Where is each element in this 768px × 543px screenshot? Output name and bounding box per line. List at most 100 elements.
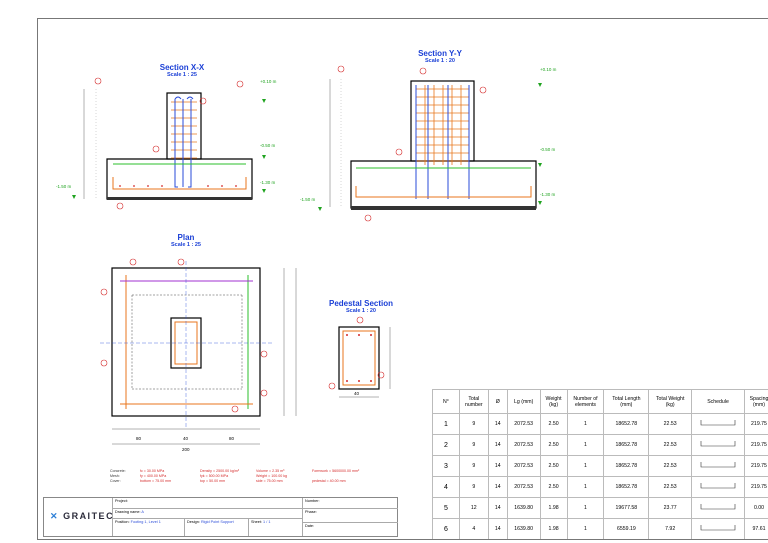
table-cell: 1 <box>432 413 460 435</box>
level-label: -1.30 m <box>260 180 276 185</box>
table-header: Lg (mm) <box>506 389 541 414</box>
table-cell: 2072.53 <box>506 455 541 477</box>
section-yy-drawing <box>329 79 537 210</box>
logo-icon: ✕ <box>50 511 60 521</box>
table-cell: 2.50 <box>539 434 568 456</box>
volume-value: Volume = 2.35 m³ <box>256 469 285 473</box>
table-cell: 4 <box>432 476 460 498</box>
table-header: Spacing (mm) <box>743 389 768 414</box>
rebar-marks <box>94 65 487 413</box>
table-cell: 9 <box>458 476 489 498</box>
design-label: Design: <box>187 520 200 524</box>
formwork-value: Formwork = 5600000.00 mm² <box>312 469 360 473</box>
table-cell: 14 <box>487 476 508 498</box>
fy-value: fy = 400.00 MPa <box>140 474 167 479</box>
section-xx-drawing <box>83 89 253 200</box>
table-cell: 5 <box>432 497 460 519</box>
table-header: Weight (kg) <box>539 389 568 414</box>
schedule-shape-icon <box>692 540 745 541</box>
table-cell: 18652.78 <box>603 413 650 435</box>
table-cell: 6 <box>488 540 507 541</box>
table-cell: 14 <box>487 455 508 477</box>
table-cell: 4.11 <box>649 540 692 541</box>
table-header: Total Length (mm) <box>603 389 650 414</box>
table-cell: 9 <box>459 540 488 541</box>
table-cell: 14 <box>487 434 508 456</box>
table-cell: 219.75 <box>743 455 768 477</box>
table-cell: 14 <box>487 413 508 435</box>
table-cell: 2054.02 <box>507 540 540 541</box>
table-header: N° <box>432 389 460 414</box>
fyk-value: fyk = 500.00 MPa <box>200 474 229 479</box>
sheet-label: Sheet: <box>251 520 262 524</box>
table-cell: 22.53 <box>648 434 693 456</box>
table-cell: 9 <box>458 434 489 456</box>
phase-label: Phase: <box>305 510 317 514</box>
drawing-value: A <box>141 510 144 514</box>
table-cell: 219.75 <box>743 434 768 456</box>
schedule-shape-icon <box>691 413 745 435</box>
plan-drawing <box>100 259 297 445</box>
title-block: ✕ GRAITEC Project: Drawing name: A Posit… <box>43 497 398 537</box>
table-cell: 219.75 <box>743 476 768 498</box>
bottom-cover: bottom = 75.00 mm <box>140 479 172 484</box>
table-cell: 1 <box>567 540 604 541</box>
side-cover: side = 75.00 mm <box>256 479 283 484</box>
table-cell: 14 <box>487 497 508 519</box>
table-cell: 219.75 <box>743 413 768 435</box>
level-label: -1.50 m <box>300 197 316 202</box>
table-cell: 18652.78 <box>603 476 650 498</box>
table-cell: 6 <box>432 518 460 539</box>
table-cell: 7 <box>433 540 460 541</box>
mesh-label: Mesh: <box>110 474 120 479</box>
table-cell: 0.00 <box>743 497 768 519</box>
table-row: 7962054.020.46118486.164.11 100.00 <box>433 540 768 541</box>
table-cell: 97.61 <box>743 518 768 539</box>
table-cell: 1 <box>566 434 605 456</box>
level-label: +0.10 m <box>260 79 277 84</box>
level-arrows <box>72 83 542 211</box>
table-cell: 1 <box>566 497 605 519</box>
table-header: Total Weight (kg) <box>648 389 693 414</box>
table-header-row: N° Total number Ø Lg (mm) Weight (kg) Nu… <box>432 389 768 414</box>
schedule-shape-icon <box>691 476 745 498</box>
dimension-label: 80 <box>136 436 142 441</box>
table-cell: 3 <box>432 455 460 477</box>
design-value: Rigid Point Support <box>200 520 234 524</box>
table-cell: 0.46 <box>540 540 567 541</box>
sheet-value: 1 / 1 <box>263 520 271 524</box>
table-cell: 1 <box>566 476 605 498</box>
table-header: Ø <box>487 389 508 414</box>
table-cell: 22.53 <box>648 476 693 498</box>
level-label: -1.30 m <box>540 192 556 197</box>
graitec-logo: ✕ GRAITEC <box>50 511 115 521</box>
table-cell: 4 <box>458 518 489 539</box>
drawing-label: Drawing name: <box>115 510 141 514</box>
table-cell: 9 <box>458 455 489 477</box>
table-header: Number of elements <box>566 389 605 414</box>
weight-value: Weight = 100.00 kg <box>256 474 288 479</box>
concrete-label: Concrete: <box>110 469 126 473</box>
schedule-shape-icon <box>691 455 745 477</box>
dimension-label: 80 <box>229 436 235 441</box>
table-cell: 18486.16 <box>604 540 649 541</box>
drawing-canvas <box>72 79 542 445</box>
table-cell: 2.50 <box>539 476 568 498</box>
table-cell: 1.98 <box>539 497 568 519</box>
table-cell: 1 <box>566 518 605 539</box>
table-cell: 18652.78 <box>603 455 650 477</box>
rebar-schedule-table: N° Total number Ø Lg (mm) Weight (kg) Nu… <box>432 389 768 541</box>
level-label: -1.50 m <box>56 184 72 189</box>
table-cell: 9 <box>458 413 489 435</box>
top-cover: top = 50.00 mm <box>200 479 226 484</box>
table-cell: 100.00 <box>744 540 768 541</box>
table-cell: 1639.80 <box>506 497 541 519</box>
table-cell: 14 <box>487 518 508 539</box>
